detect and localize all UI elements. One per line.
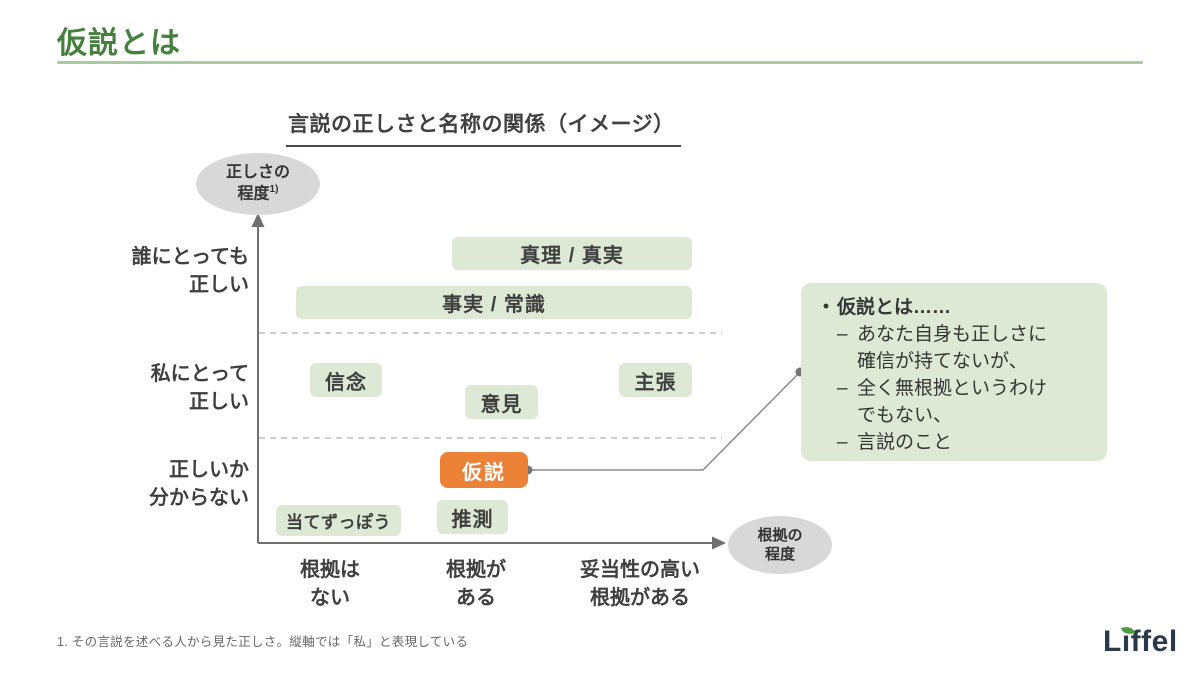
- box-belief: 信念: [310, 363, 382, 397]
- logo-wordmark: Liffel: [1103, 625, 1178, 658]
- y-category-unknown: 正しいか 分からない: [149, 459, 249, 510]
- x-axis-label: 根拠の 程度: [728, 516, 832, 574]
- dash-icon: –: [837, 324, 848, 345]
- box-hypothesis: 仮説: [440, 452, 528, 488]
- y-axis-label-line1: 正しさの: [225, 163, 290, 181]
- box-opinion: 意見: [465, 385, 538, 419]
- box-wild-guess: 当てずっぽう: [276, 505, 401, 536]
- x-category-no-basis: 根拠は ない: [300, 559, 360, 610]
- x-category-valid-basis: 妥当性の高い 根拠がある: [580, 559, 700, 610]
- y-category-everyone: 誰にとっても 正しい: [131, 246, 249, 297]
- box-guess: 推測: [437, 500, 508, 534]
- diagram-title: 言説の正しさと名称の関係（イメージ）: [286, 108, 681, 147]
- page-title: 仮説とは: [57, 27, 181, 60]
- callout-item: – 全く無根拠というわけ でもない、: [815, 375, 1095, 429]
- x-axis-label-line2: 程度: [764, 546, 795, 563]
- x-axis-arrow-icon: [712, 536, 726, 550]
- box-truth: 真理 / 真実: [452, 237, 692, 270]
- footnote: 1. その言説を述べる人から見た正しさ。縦軸では「私」と表現している: [57, 635, 469, 649]
- hypothesis-callout: ・ 仮説とは…… – あなた自身も正しさに 確信が持てないが、 – 全く無根拠と…: [801, 283, 1107, 461]
- x-axis-label-line1: 根拠の: [757, 526, 803, 544]
- x-category-has-basis: 根拠が ある: [446, 559, 506, 610]
- box-claim: 主張: [619, 363, 692, 397]
- y-axis-arrow-icon: [251, 213, 265, 227]
- y-axis-label-line2: 程度1): [237, 184, 279, 203]
- footnote-marker: 1): [269, 184, 279, 196]
- callout-item: – あなた自身も正しさに 確信が持てないが、: [815, 321, 1095, 375]
- callout-heading: ・ 仮説とは……: [815, 294, 1095, 321]
- box-fact: 事実 / 常識: [296, 286, 692, 319]
- y-category-me: 私にとって 正しい: [150, 363, 249, 414]
- logo: Liffel: [1103, 624, 1198, 667]
- y-axis-label: 正しさの 程度1): [196, 153, 320, 215]
- callout-item: – 言説のこと: [815, 429, 1095, 456]
- dash-icon: –: [837, 378, 848, 399]
- title-underline: [57, 61, 1143, 64]
- dash-icon: –: [837, 432, 848, 453]
- bullet-icon: ・: [816, 297, 836, 318]
